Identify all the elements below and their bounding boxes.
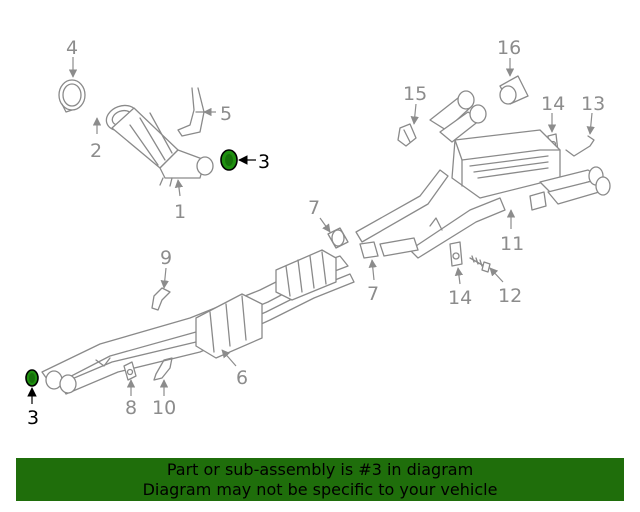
callout-6: 6 — [236, 367, 248, 389]
part-4-clamp[interactable] — [58, 79, 86, 113]
part-13-bracket[interactable] — [565, 135, 595, 157]
callout-1: 1 — [174, 201, 186, 223]
part-8-hanger[interactable] — [123, 361, 137, 381]
callout-labels: 4 2 1 5 3 16 15 14 13 11 7 7 14 12 9 6 8… — [27, 37, 605, 429]
callout-7-upper: 7 — [308, 197, 320, 219]
callout-7-lower: 7 — [367, 283, 379, 305]
callout-8: 8 — [125, 397, 137, 419]
callout-11: 11 — [500, 233, 524, 255]
part-6-center-pipe[interactable] — [41, 249, 355, 395]
part-info-banner: Part or sub-assembly is #3 in diagram Di… — [16, 458, 624, 501]
part-14-hanger-lower[interactable] — [449, 241, 463, 267]
exhaust-system-diagram: 4 2 1 5 3 16 15 14 13 11 7 7 14 12 9 6 8… — [25, 37, 611, 429]
banner-line-2: Diagram may not be specific to your vehi… — [142, 480, 498, 499]
banner-line-1: Part or sub-assembly is #3 in diagram — [166, 460, 474, 479]
callout-5: 5 — [220, 103, 232, 125]
callout-15: 15 — [403, 83, 427, 105]
part-12-bolt[interactable] — [469, 255, 491, 273]
callout-10: 10 — [152, 397, 176, 419]
leader-lines — [27, 57, 595, 404]
part-10-bracket[interactable] — [153, 357, 173, 381]
callout-3-upper: 3 — [258, 151, 270, 173]
callout-3-lower: 3 — [27, 407, 39, 429]
callout-16: 16 — [497, 37, 521, 59]
part-3-gasket-lower[interactable] — [25, 369, 39, 387]
part-7-clamp-upper[interactable] — [327, 227, 349, 249]
callout-4: 4 — [66, 37, 78, 59]
part-7-clamp-lower[interactable] — [359, 241, 379, 259]
part-3-gasket-upper[interactable] — [220, 149, 238, 171]
part-11-rear-muffler[interactable] — [355, 90, 611, 259]
part-15-hanger[interactable] — [397, 123, 417, 147]
part-9-bracket[interactable] — [151, 287, 171, 311]
callout-14-upper: 14 — [541, 93, 565, 115]
callout-12: 12 — [498, 285, 522, 307]
callout-9: 9 — [160, 247, 172, 269]
callout-14-lower: 14 — [448, 287, 472, 309]
callout-13: 13 — [581, 93, 605, 115]
part-16-tailpipe-tip[interactable] — [499, 75, 529, 105]
part-2-catalytic-converter[interactable] — [103, 101, 214, 187]
callout-2: 2 — [90, 140, 102, 162]
